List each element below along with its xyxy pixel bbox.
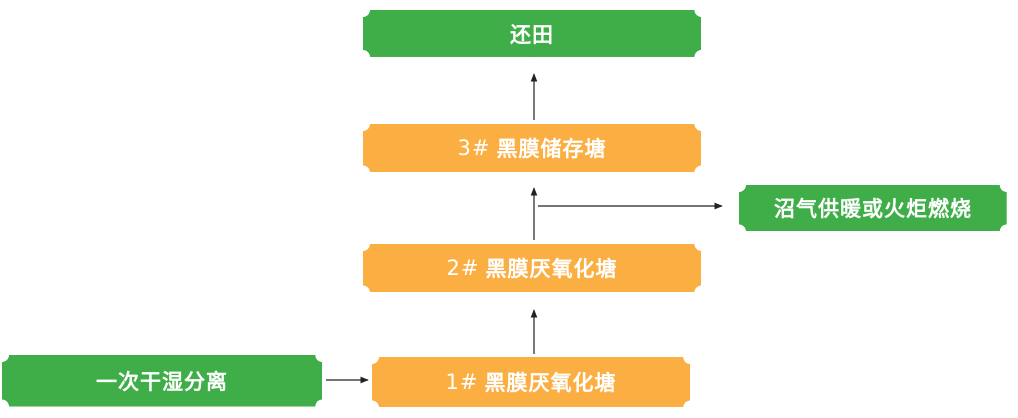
node-pond2-number: 2# xyxy=(446,256,480,280)
node-separation-label: 一次干湿分离 xyxy=(96,370,228,394)
node-pond3-number: 3# xyxy=(457,136,491,160)
node-biogas: 沼气供暖或火炬燃烧 xyxy=(739,185,1007,231)
node-biogas-label: 沼气供暖或火炬燃烧 xyxy=(774,197,972,221)
node-pond2-label: 黑膜厌氧化塘 xyxy=(485,257,618,281)
node-pond1-label: 黑膜厌氧化塘 xyxy=(484,371,617,395)
node-pond2: 2# 黑膜厌氧化塘 xyxy=(363,244,701,292)
node-pond3: 3# 黑膜储存塘 xyxy=(363,124,701,172)
node-pond3-label: 黑膜储存塘 xyxy=(496,137,607,161)
node-huantian-label: 还田 xyxy=(510,22,554,47)
node-pond1: 1# 黑膜厌氧化塘 xyxy=(372,357,690,407)
node-huantian: 还田 xyxy=(363,10,701,57)
node-pond1-number: 1# xyxy=(445,370,479,394)
node-separation: 一次干湿分离 xyxy=(2,355,322,407)
